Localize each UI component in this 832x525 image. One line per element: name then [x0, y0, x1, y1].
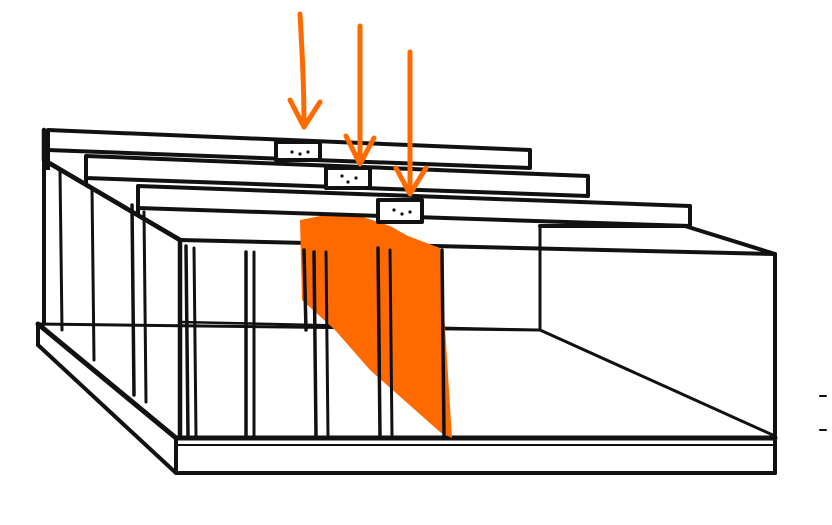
stud [324, 250, 330, 438]
bearing-block [274, 140, 322, 162]
fastener-dot [400, 212, 404, 216]
stud [312, 250, 318, 438]
right-box-outline [538, 224, 777, 438]
fastener-dot [354, 176, 358, 180]
load-arrow [287, 11, 323, 130]
stud [192, 246, 198, 438]
stud [130, 203, 136, 397]
fastener-dot [306, 150, 310, 154]
beam-3 [136, 184, 692, 228]
stud [184, 244, 190, 438]
bearing-block [324, 166, 372, 190]
fastener-dot [298, 152, 302, 156]
bearing-block [376, 198, 424, 224]
stud [302, 248, 308, 332]
load-arrow [393, 49, 429, 197]
highlighted-load-path [300, 214, 452, 438]
stud [388, 248, 394, 438]
stud-group [58, 168, 446, 438]
stud [376, 246, 382, 438]
fastener-dot [340, 174, 344, 178]
left-wall-top-edge [41, 157, 183, 243]
beam-2 [84, 154, 590, 198]
fastener-dot [392, 208, 396, 212]
stud [440, 248, 446, 438]
stud [90, 186, 96, 362]
stud [142, 210, 148, 404]
stud [58, 168, 64, 332]
fastener-dot [408, 210, 412, 214]
fastener-dot [346, 180, 350, 184]
fastener-dot [290, 150, 294, 154]
load-arrow [343, 23, 377, 167]
top-plate-line [178, 238, 777, 256]
load-arrows [287, 11, 429, 197]
